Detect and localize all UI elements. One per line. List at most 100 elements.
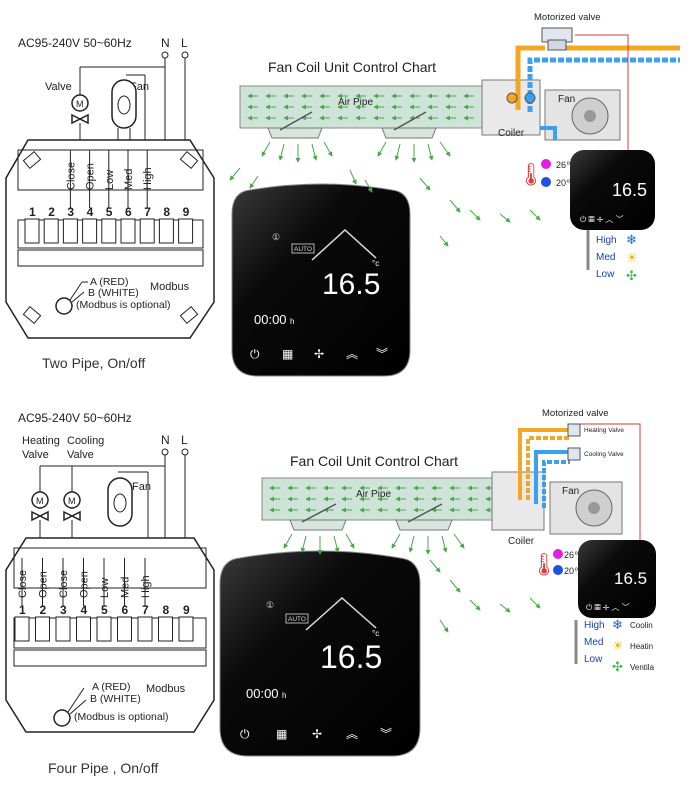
temp-cold: 20℃ (564, 566, 584, 576)
heating-valve-tag: Heating Valve (584, 427, 624, 434)
svg-text:h: h (290, 317, 294, 326)
temp-cold: 20℃ (556, 178, 576, 188)
speed-low: Low (596, 269, 615, 280)
control-wire (580, 423, 641, 540)
airflow-arrow (427, 143, 434, 161)
heating-valve-icon: M (31, 491, 49, 522)
terminal-number: 4 (87, 205, 94, 219)
down-icon[interactable]: ︾ (380, 727, 392, 741)
air-pipe-label: Air Pipe (338, 97, 373, 108)
airflow-arrow (364, 179, 373, 193)
wire-label: High (142, 167, 154, 190)
modbus-a-label: A (RED) (90, 276, 129, 288)
svg-text:AUTO: AUTO (288, 616, 306, 623)
valve-label: Valve (45, 81, 72, 93)
down-icon[interactable]: ︾ (376, 347, 388, 361)
menu-icon[interactable]: ▦ (276, 727, 287, 741)
airflow-arrow (449, 199, 461, 213)
temp-hot: 26℃ (564, 550, 584, 560)
fan-icon[interactable]: ✢ (314, 347, 324, 361)
terminal-screw (158, 218, 174, 244)
fan-blower-icon (549, 481, 623, 535)
wire-label: Close (17, 570, 29, 598)
wire-label: Close (65, 162, 77, 190)
small-thermostat: 16.5 ⏻ ▦ ✢ ︿ ﹀ (570, 150, 655, 230)
thermometer-icon: 🌡 (517, 162, 545, 187)
airflow-arrow (529, 597, 541, 609)
motorized-valve-icon (541, 27, 573, 51)
vent-louver-left (289, 503, 347, 531)
airflow-arrow (439, 619, 449, 633)
fan-unit-label: Fan (562, 486, 579, 497)
terminal-number: 3 (60, 603, 67, 617)
airflow-arrow (439, 141, 451, 157)
thermometer-icon: 🌡 (530, 552, 558, 577)
chart-title: Fan Coil Unit Control Chart (290, 453, 458, 469)
terminal-screw (178, 616, 194, 642)
airflow-arrow (499, 213, 511, 223)
airflow-arrow (453, 533, 465, 549)
speed-low: Low (584, 654, 603, 665)
power-icon[interactable]: ⏻ (240, 727, 250, 741)
modbus-title: Modbus (146, 683, 186, 695)
fan-icon[interactable]: ✢ (312, 727, 322, 741)
terminal-number: 2 (40, 603, 47, 617)
svg-text:16.5: 16.5 (614, 569, 647, 588)
svg-text:°c: °c (372, 629, 379, 638)
fan-blower-icon (544, 89, 621, 141)
svg-text:M: M (76, 99, 84, 109)
airflow-arrow (469, 599, 481, 611)
terminal-screw (139, 218, 155, 244)
valve-icon: M (71, 94, 89, 125)
wire-label: Open (85, 163, 97, 190)
svg-text:°c: °c (372, 259, 379, 268)
svg-text:M: M (68, 496, 76, 506)
terminal-number: 1 (19, 603, 26, 617)
airflow-arrow (323, 141, 333, 157)
panel-caption: Four Pipe , On/off (48, 760, 158, 776)
thermostat-display: ① AUTO 16.5 °c 00:00 h ⏻ ▦ ✢ ︽ ︾ (231, 183, 411, 377)
terminal-number: 7 (142, 603, 149, 617)
neutral-label: N (161, 433, 170, 447)
coiler-label: Coiler (508, 536, 535, 547)
coiler-label: Coiler (498, 128, 525, 139)
menu-icon[interactable]: ▦ (282, 347, 293, 361)
modbus-title: Modbus (150, 281, 190, 293)
svg-text:16.5: 16.5 (612, 180, 647, 200)
svg-text:⏻ ▦ ✢ ︿ ﹀: ⏻ ▦ ✢ ︿ ﹀ (586, 603, 630, 612)
terminal-screw (101, 218, 117, 244)
airflow-arrow (529, 209, 541, 221)
airflow-arrow (229, 167, 241, 181)
wire-label: Open (79, 571, 91, 598)
terminal-screw (43, 218, 59, 244)
airflow-arrow (311, 143, 318, 161)
temp-hot: 26℃ (556, 160, 576, 170)
modbus-note: (Modbus is optional) (74, 711, 169, 723)
hot-pipe (518, 428, 570, 500)
svg-text:M: M (36, 496, 44, 506)
airflow-arrow (439, 235, 449, 247)
airflow-arrow (249, 175, 259, 189)
svg-text:00:00: 00:00 (254, 312, 287, 327)
terminal-screw (62, 218, 78, 244)
fan-unit-label: Fan (558, 94, 575, 105)
sun-icon: ☀ (626, 250, 638, 265)
airflow-arrow (349, 169, 357, 185)
snowflake-icon: ❄ (626, 232, 637, 247)
fan-motor-icon (111, 79, 137, 129)
modbus-b-label: B (WHITE) (90, 693, 141, 705)
svg-text:16.5: 16.5 (320, 639, 382, 675)
small-thermostat: 16.5 ⏻ ▦ ✢ ︿ ﹀ (578, 540, 656, 618)
airflow-arrow (449, 579, 461, 593)
room-airflow-arrows (283, 533, 541, 633)
terminal-number: 9 (183, 603, 190, 617)
svg-text:AUTO: AUTO (294, 246, 312, 253)
up-icon[interactable]: ︽ (346, 347, 358, 361)
airflow-arrow (469, 209, 481, 221)
wire-label: Med (120, 577, 132, 598)
up-icon[interactable]: ︽ (346, 727, 358, 741)
motorized-valve-label: Motorized valve (534, 12, 601, 23)
power-icon[interactable]: ⏻ (250, 347, 260, 361)
